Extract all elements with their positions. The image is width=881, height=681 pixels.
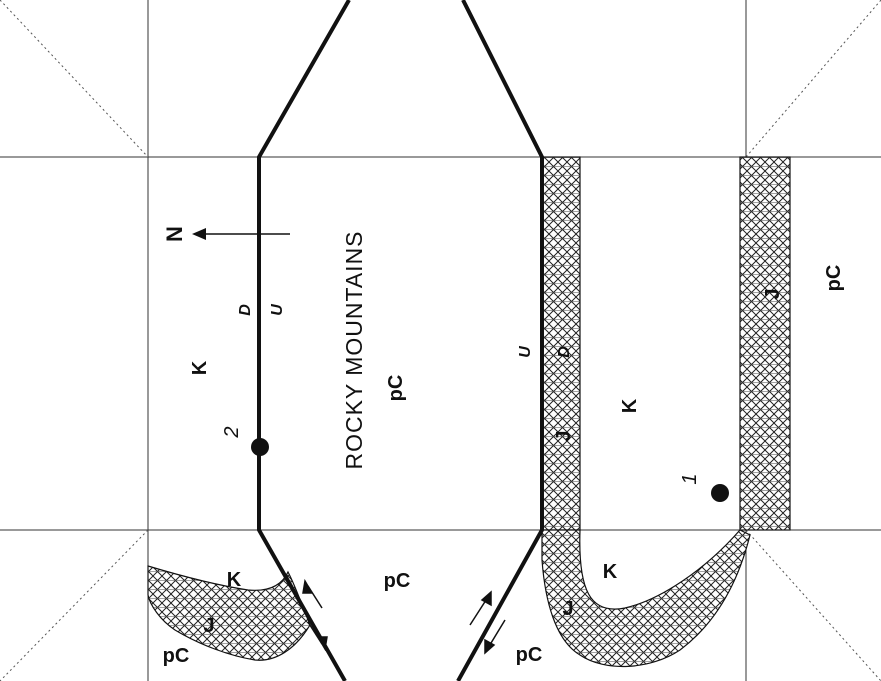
label-k-bottom-right: K — [603, 561, 618, 583]
label-k-right: K — [619, 398, 641, 413]
label-pc-bottom-left: pC — [163, 645, 190, 667]
label-j-center-band: J — [553, 430, 575, 441]
label-pc-bottom-center: pC — [384, 570, 411, 592]
left-fault-up-mark: U — [269, 304, 286, 316]
left-fault — [257, 0, 351, 681]
label-j-bottom-left: J — [203, 615, 214, 637]
label-k-bottom-left: K — [227, 569, 242, 591]
slip-arrows — [302, 578, 506, 655]
site-1-point — [711, 484, 729, 502]
label-j-bottom-right: J — [562, 598, 573, 620]
jurassic-beds — [147, 156, 791, 668]
label-pc-bottom-center-low: pC — [516, 644, 543, 666]
right-fault — [456, 0, 544, 681]
fault-outline — [257, 0, 544, 681]
north-arrow: N — [162, 226, 290, 242]
jurassic-band-center — [541, 156, 581, 531]
label-k-left: K — [189, 360, 211, 375]
jurassic-band-bottom-right — [541, 529, 751, 668]
site-2-point — [251, 438, 269, 456]
label-pc-center: pC — [385, 375, 407, 402]
map-title: ROCKY MOUNTAINS — [341, 230, 367, 469]
label-j-right-band: J — [762, 288, 784, 299]
north-label: N — [162, 226, 187, 242]
right-fault-up-mark: U — [517, 346, 534, 358]
label-pc-right: pC — [823, 265, 845, 292]
site-2-label: 2 — [221, 426, 243, 438]
left-fault-down-mark: D — [237, 304, 254, 316]
jurassic-band-right — [739, 156, 791, 531]
site-1-label: 1 — [679, 473, 701, 484]
right-fault-down-mark: D — [556, 346, 573, 358]
